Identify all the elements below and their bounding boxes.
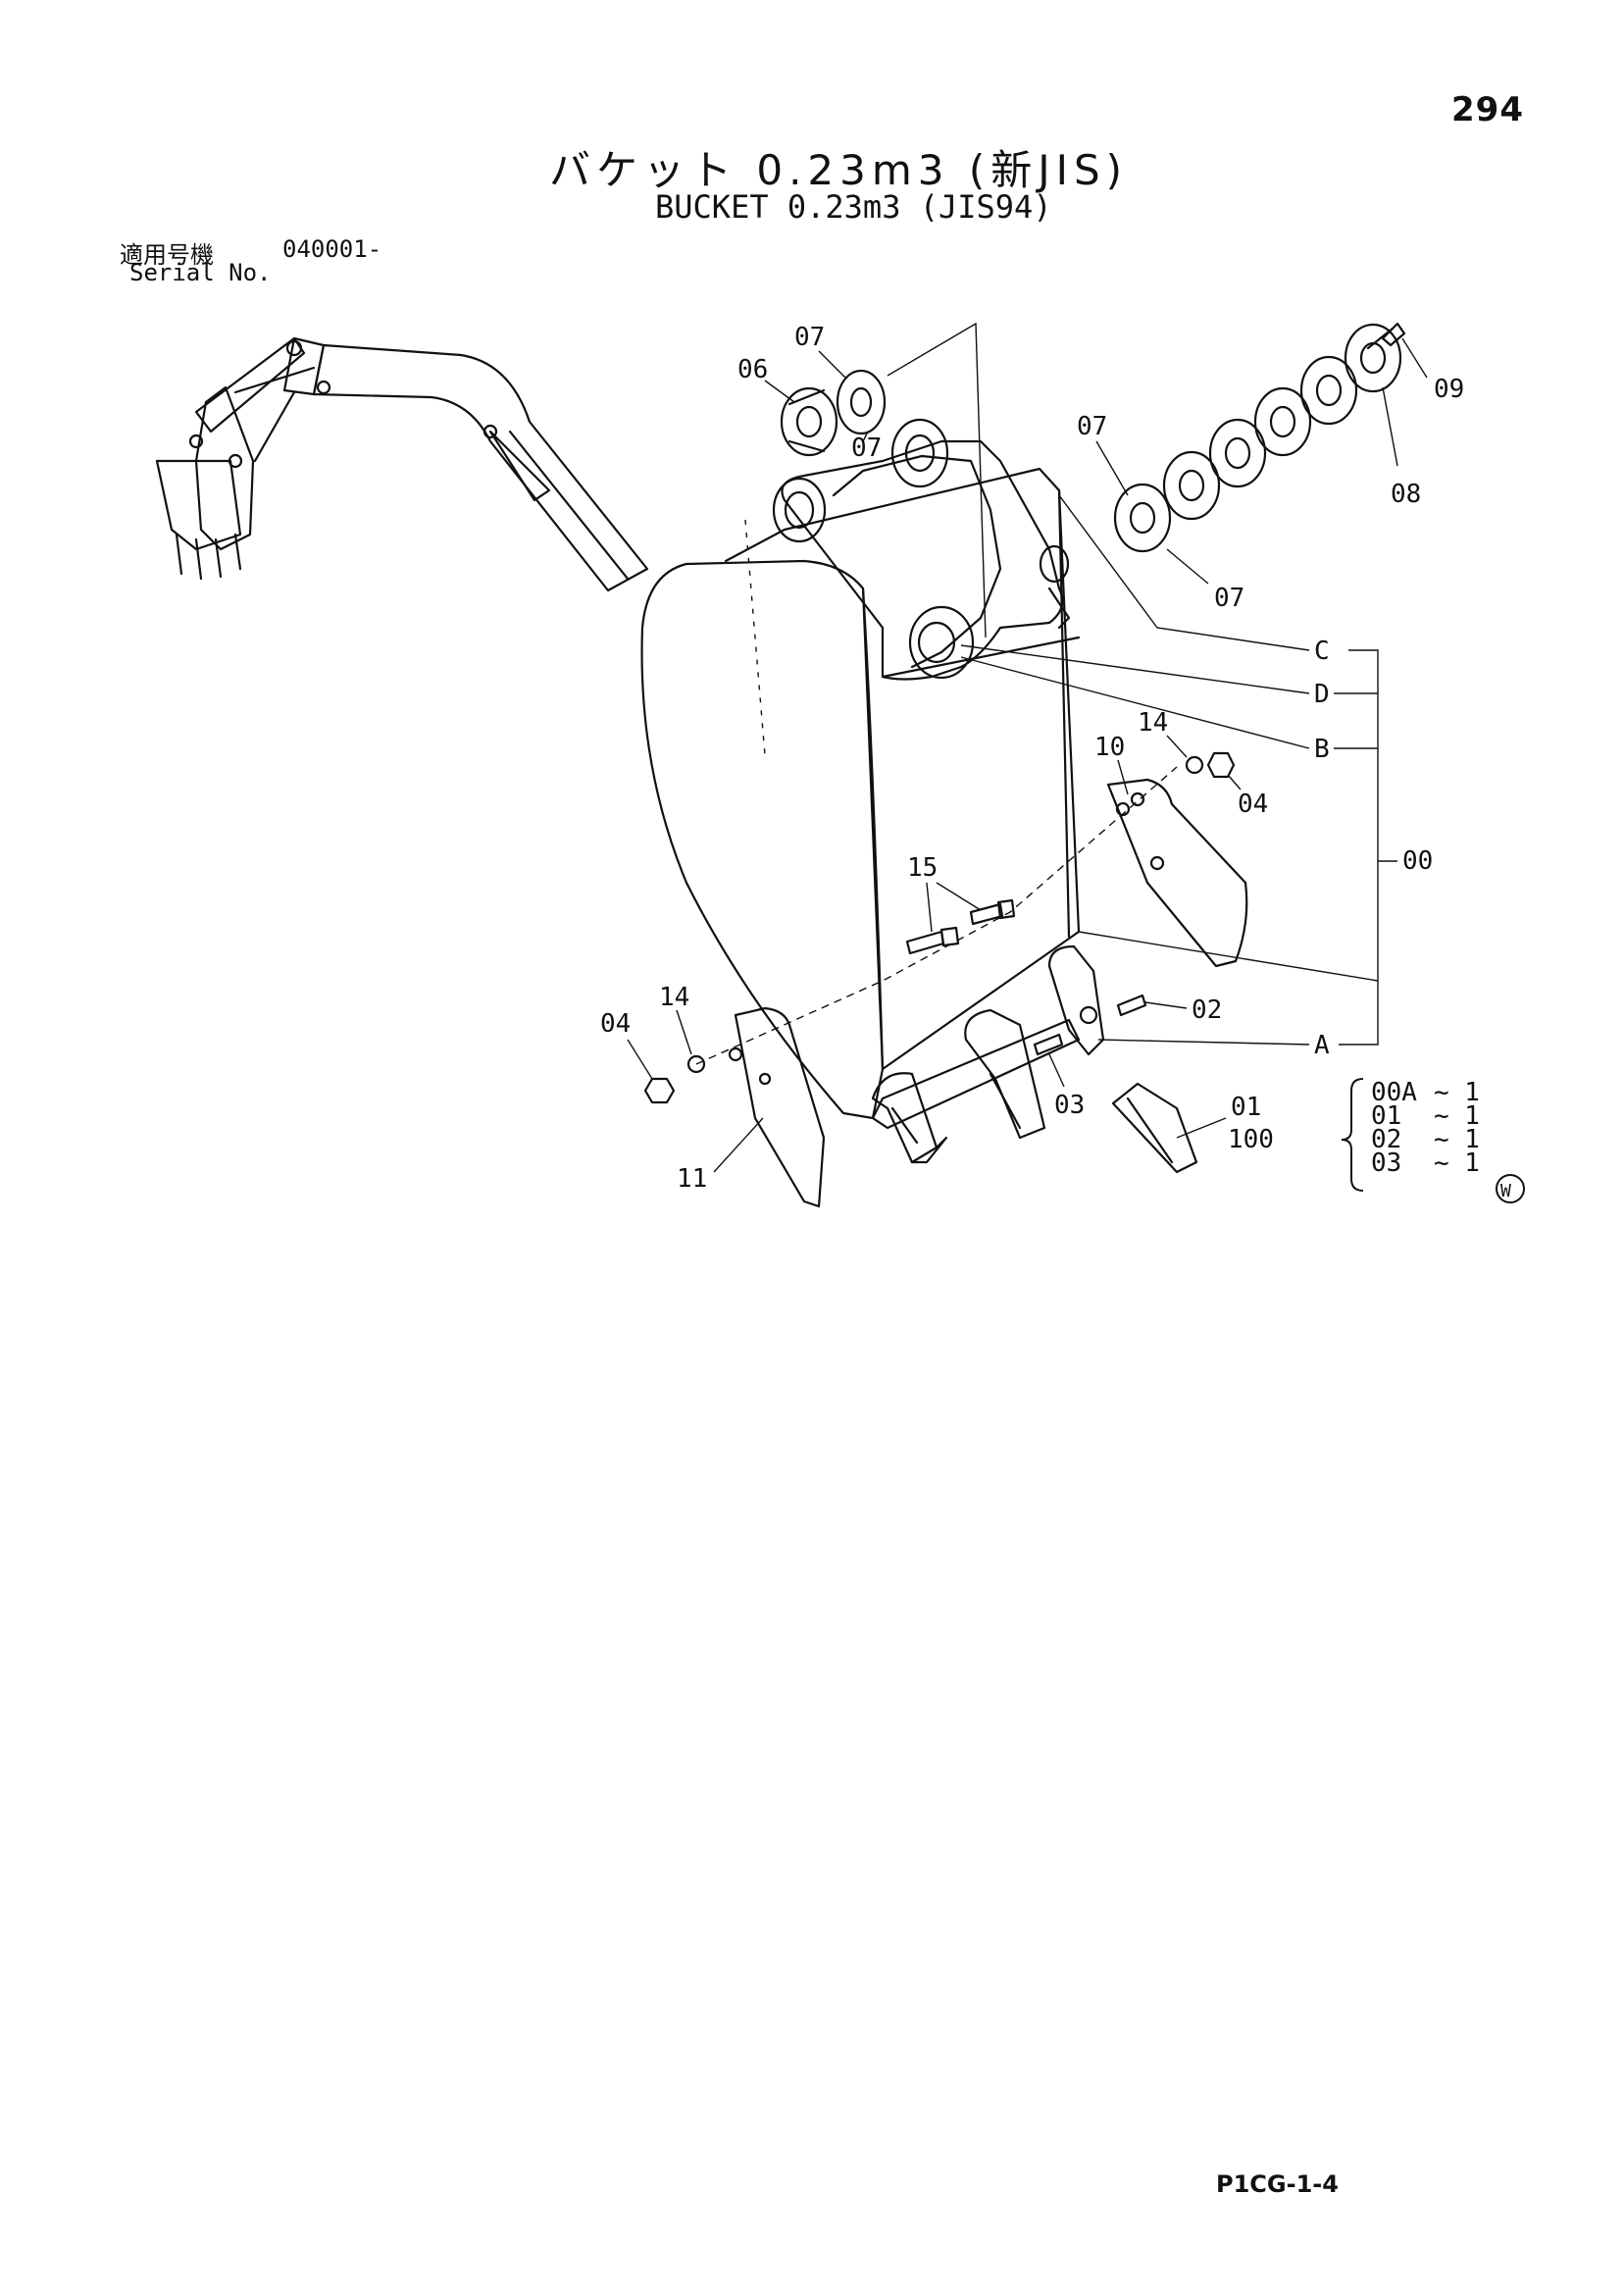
callout-D: D (1314, 680, 1330, 709)
teeth-and-adapters (871, 944, 1198, 1174)
bolt-09 (1366, 322, 1406, 350)
callout-10: 10 (1094, 733, 1125, 762)
title-japanese: バケット 0.23m3 (新JIS) (549, 146, 1129, 194)
callout-B: B (1314, 735, 1330, 764)
callout-14-right: 14 (1138, 708, 1168, 738)
bucket-body (640, 418, 1081, 1130)
footer-drawing-code: P1CG-1-4 (1216, 2170, 1339, 2198)
bushing-06-and-shim-07 (780, 369, 887, 457)
circled-w-mark: W (1496, 1174, 1525, 1203)
callout-09: 09 (1434, 375, 1464, 404)
shim-stack (1113, 323, 1402, 553)
side-cutter-left (728, 1006, 826, 1208)
nut-04-right (1206, 751, 1236, 779)
kit-item-2-code: 02 (1371, 1125, 1401, 1154)
kit-item-3-qty: ~ 1 (1434, 1148, 1480, 1178)
callout-C: C (1314, 637, 1330, 666)
callout-07-top: 07 (794, 323, 825, 352)
excavator-arm-illustration (155, 336, 649, 592)
kit-number: 100 (1228, 1125, 1274, 1154)
washer-14-left (686, 1054, 706, 1074)
kit-item-1-qty: ~ 1 (1434, 1101, 1480, 1131)
callout-15: 15 (907, 853, 938, 883)
callout-11: 11 (677, 1164, 707, 1194)
callout-03: 03 (1054, 1091, 1085, 1120)
side-cutter-right (1106, 778, 1248, 968)
kit-100-list: 100 00A ~ 1 01 ~ 1 02 ~ 1 03 ~ 1 (1228, 1078, 1480, 1192)
callout-01: 01 (1231, 1093, 1261, 1122)
callout-07-mid: 07 (851, 434, 882, 463)
pin-03 (1033, 1033, 1064, 1056)
callout-14-left: 14 (659, 983, 689, 1012)
kit-item-2-qty: ~ 1 (1434, 1125, 1480, 1154)
title-english: BUCKET 0.23m3 (JIS94) (655, 188, 1052, 226)
callout-06: 06 (737, 355, 768, 384)
kit-item-0-code: 00A (1371, 1078, 1417, 1107)
page-number: 294 (1451, 90, 1524, 129)
kit-item-3-code: 03 (1371, 1148, 1401, 1178)
callout-04-left: 04 (600, 1009, 631, 1039)
kit-item-1-code: 01 (1371, 1101, 1401, 1131)
callout-07-right: 07 (1077, 412, 1107, 441)
nut-04-left (643, 1077, 676, 1104)
pin-02 (1116, 994, 1147, 1017)
serial-number-value: 040001- (282, 235, 382, 263)
callout-A: A (1314, 1031, 1330, 1060)
callout-00: 00 (1402, 846, 1433, 876)
bolts-15 (905, 898, 1016, 955)
callout-07-lower: 07 (1214, 584, 1244, 613)
callout-02: 02 (1192, 995, 1222, 1025)
callout-08: 08 (1391, 480, 1421, 509)
callout-04-right: 04 (1238, 790, 1268, 819)
serial-label-english: Serial No. (129, 259, 272, 286)
kit-item-0-qty: ~ 1 (1434, 1078, 1480, 1107)
washer-14-right (1185, 755, 1204, 775)
serial-label-japanese: 適用号機 (120, 241, 214, 269)
mark-letter: W (1500, 1181, 1511, 1201)
